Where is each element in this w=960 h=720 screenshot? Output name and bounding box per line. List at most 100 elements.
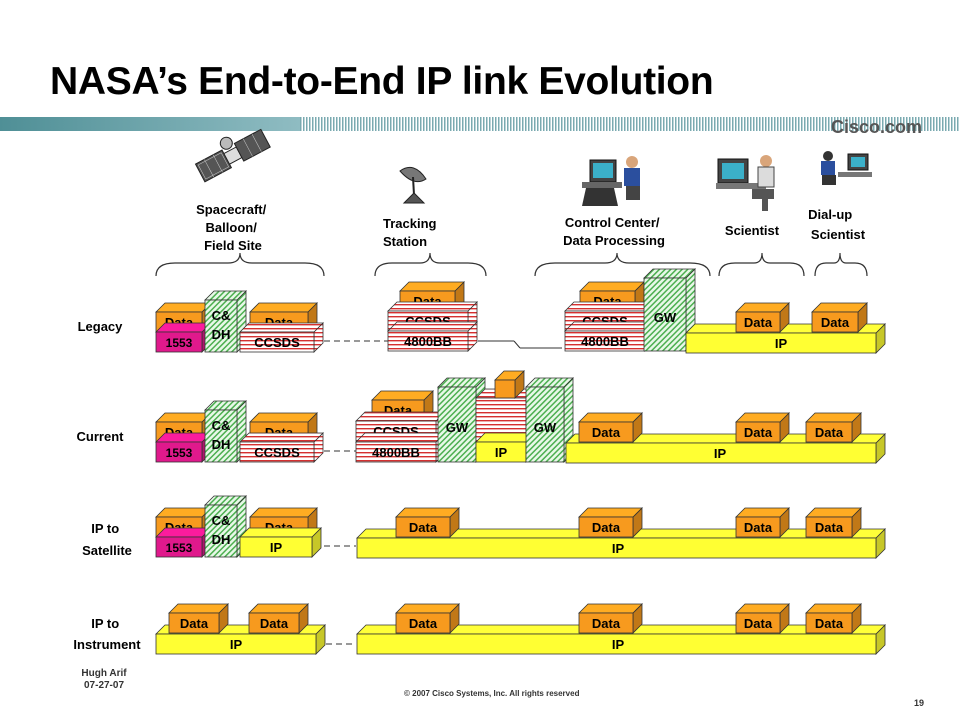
gw-box-label: GW — [654, 310, 677, 325]
ip-box-label: IP — [714, 446, 727, 461]
box-1553-label: 1553 — [166, 336, 193, 350]
gw-box-label: GW — [534, 420, 557, 435]
box-1553-label: 1553 — [166, 541, 193, 555]
control-center-workstation-icon — [582, 156, 640, 206]
brace-scientist — [718, 252, 805, 277]
data-box: Data — [735, 507, 790, 538]
scientist-workstation-icon — [716, 155, 775, 211]
satellite-icon — [194, 128, 271, 183]
loc-line: Control Center/ — [565, 215, 660, 230]
ip-box: IP — [239, 527, 322, 558]
data-box-label: Data — [180, 616, 209, 631]
loc-line: Station — [383, 234, 427, 249]
bb4800-box: 4800BB — [355, 432, 446, 463]
ip-box: IP — [565, 433, 886, 464]
data-box: Data — [805, 603, 862, 634]
box-1553-label: 1553 — [166, 446, 193, 460]
loc-line: Balloon/ — [206, 220, 258, 235]
data-box-label: Data — [260, 616, 289, 631]
data-box-label: Data — [409, 520, 438, 535]
data-box: Data — [395, 507, 460, 538]
bb4800-box-label: 4800BB — [581, 334, 629, 349]
brace-dialup — [814, 252, 868, 277]
bb4800-box-label: 4800BB — [372, 445, 420, 460]
ip-box-label: IP — [270, 540, 283, 555]
header-band — [0, 112, 960, 131]
legacy-link-2b — [513, 340, 521, 349]
cdh-box-label: C&DH — [212, 308, 231, 342]
data-box-label: Data — [592, 616, 621, 631]
cdh-box: C&DH — [204, 290, 247, 353]
loc-line: Data Processing — [563, 233, 665, 248]
page-number: 19 — [914, 698, 925, 708]
data-box: Data — [395, 603, 460, 634]
data-box-label: Data — [409, 616, 438, 631]
gw-box-label: GW — [446, 420, 469, 435]
bb4800-box: 4800BB — [387, 321, 478, 352]
data-box-label: Data — [815, 520, 844, 535]
ccsds-box: CCSDS — [239, 432, 324, 463]
data-box: Data — [735, 603, 790, 634]
brace-spacecraft — [155, 252, 325, 277]
location-labels: Spacecraft/ Balloon/ Field Site Tracking… — [196, 202, 866, 253]
author-date: 07-27-07 — [83, 680, 125, 691]
location-label-dialup: Dial-up Scientist — [808, 207, 866, 242]
brace-control — [534, 252, 711, 277]
data-box-label: Data — [821, 315, 850, 330]
ip-box-label: IP — [495, 445, 508, 460]
row-label-line: Satellite — [82, 543, 132, 558]
location-label-spacecraft: Spacecraft/ Balloon/ Field Site — [196, 202, 270, 253]
cdh-box: C&DH — [204, 400, 247, 463]
bb4800-box-label: 4800BB — [404, 334, 452, 349]
data-box-label: Data — [815, 616, 844, 631]
ip-box-label: IP — [612, 637, 625, 652]
loc-line: Tracking — [383, 216, 437, 231]
cdh-box-label: C&DH — [212, 418, 231, 452]
loc-line: Field Site — [204, 238, 262, 253]
cdh-box-label: C&DH — [212, 513, 231, 547]
location-label-control: Control Center/ Data Processing — [563, 215, 665, 248]
loc-line: Scientist — [811, 227, 866, 242]
slide-title: NASA’s End-to-End IP link Evolution — [50, 60, 714, 103]
row-label-legacy: Legacy — [78, 319, 124, 334]
data-box: Data — [805, 412, 862, 443]
location-label-scientist: Scientist — [725, 223, 780, 238]
data-box: Data — [811, 302, 868, 333]
data-box: Data — [578, 412, 643, 443]
data-box: Data — [578, 603, 643, 634]
data-box-label: Data — [744, 315, 773, 330]
ip-box-label: IP — [230, 637, 243, 652]
loc-line: Spacecraft/ — [196, 202, 266, 217]
data-box: Data — [735, 412, 790, 443]
data-box: Data — [168, 603, 229, 634]
data-box-label: Data — [815, 425, 844, 440]
row-label-ip-instrument: IP to Instrument — [73, 616, 141, 652]
data-box-label: Data — [592, 520, 621, 535]
box-1553: 1553 — [155, 322, 212, 353]
ip-box-label: IP — [612, 541, 625, 556]
row-label-line: IP to — [91, 521, 119, 536]
data-box: Data — [805, 507, 862, 538]
group-braces — [155, 252, 868, 277]
data-box-label: Data — [744, 520, 773, 535]
ccsds-box-label: CCSDS — [254, 445, 300, 460]
brace-tracking — [374, 252, 487, 277]
row-label-current: Current — [77, 429, 125, 444]
bb4800-box: 4800BB — [564, 321, 655, 352]
antenna-dish-icon — [399, 166, 427, 204]
data-mini-box — [494, 370, 525, 399]
cisco-logo: Cisco.com — [830, 117, 922, 137]
cdh-box: C&DH — [204, 495, 247, 558]
ccsds-box: CCSDS — [239, 322, 324, 353]
footer-author: Hugh Arif 07-27-07 — [72, 668, 136, 692]
location-label-tracking: Tracking Station — [383, 216, 440, 249]
protocol-stack-boxes: Data1553C&DHDataCCSDSDataCCSDS4800BBData… — [155, 268, 886, 655]
data-box: Data — [248, 603, 309, 634]
data-box: Data — [578, 507, 643, 538]
data-box-label: Data — [744, 616, 773, 631]
row-label-line: Instrument — [73, 637, 141, 652]
loc-line: Dial-up — [808, 207, 852, 222]
row-label-ip-satellite: IP to Satellite — [82, 521, 132, 558]
copyright: © 2007 Cisco Systems, Inc. All rights re… — [404, 689, 580, 698]
